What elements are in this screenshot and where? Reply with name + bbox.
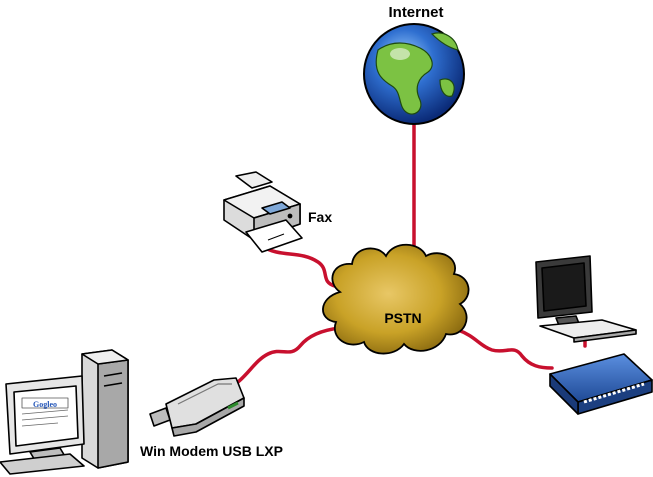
usb-modem-icon: [149, 377, 245, 437]
right-computer-icon: [535, 255, 637, 343]
screen-logo: Gogleo: [33, 400, 57, 409]
fax-label: Fax: [308, 209, 332, 225]
globe-icon: [363, 23, 465, 125]
wire-modem: [236, 326, 342, 384]
router-icon: [549, 353, 653, 415]
wire-router: [456, 328, 554, 370]
fax-printer-icon: [223, 171, 303, 253]
pstn-cloud-icon: [322, 243, 470, 355]
internet-label: Internet: [388, 4, 443, 21]
modem-label: Win Modem USB LXP: [140, 443, 283, 459]
pstn-label: PSTN: [384, 310, 421, 326]
desktop-computer-icon: [0, 349, 129, 475]
